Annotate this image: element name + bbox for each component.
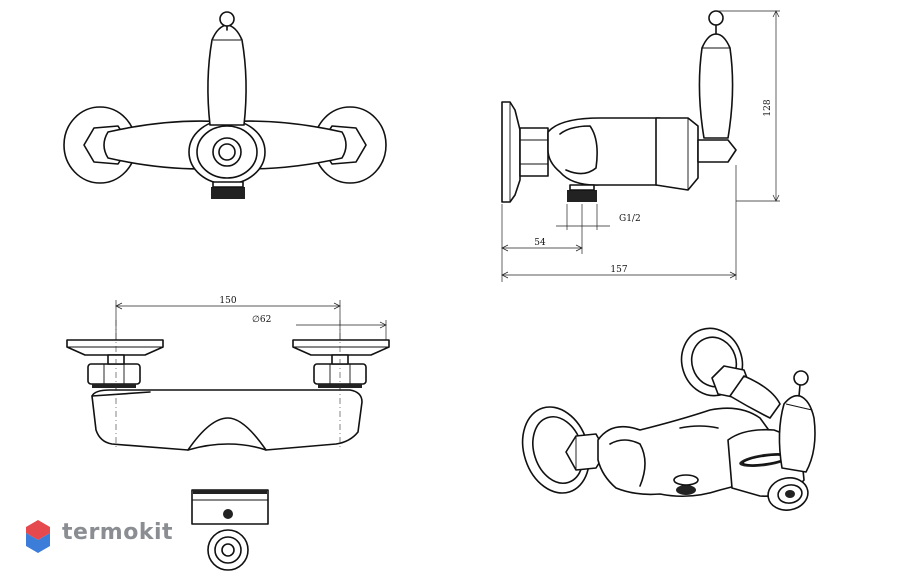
depth-dimension: 157 (610, 265, 627, 275)
spacing-dimension: 150 (219, 296, 236, 306)
top-view (63, 11, 387, 199)
side-view: 128 G1/2 54 157 (501, 10, 780, 282)
isometric-view (521, 327, 816, 511)
logo-hexagon-red (26, 520, 50, 540)
front-view: 150 ∅62 (66, 296, 390, 571)
offset-dimension: 54 (534, 238, 546, 248)
diameter-dimension: ∅62 (252, 315, 271, 325)
brand-name: termokit (62, 520, 174, 545)
thread-dimension: G1/2 (619, 214, 641, 224)
logo-hexagon-blue (26, 533, 50, 553)
height-dimension: 128 (763, 99, 773, 116)
termokit-logo (26, 520, 50, 553)
